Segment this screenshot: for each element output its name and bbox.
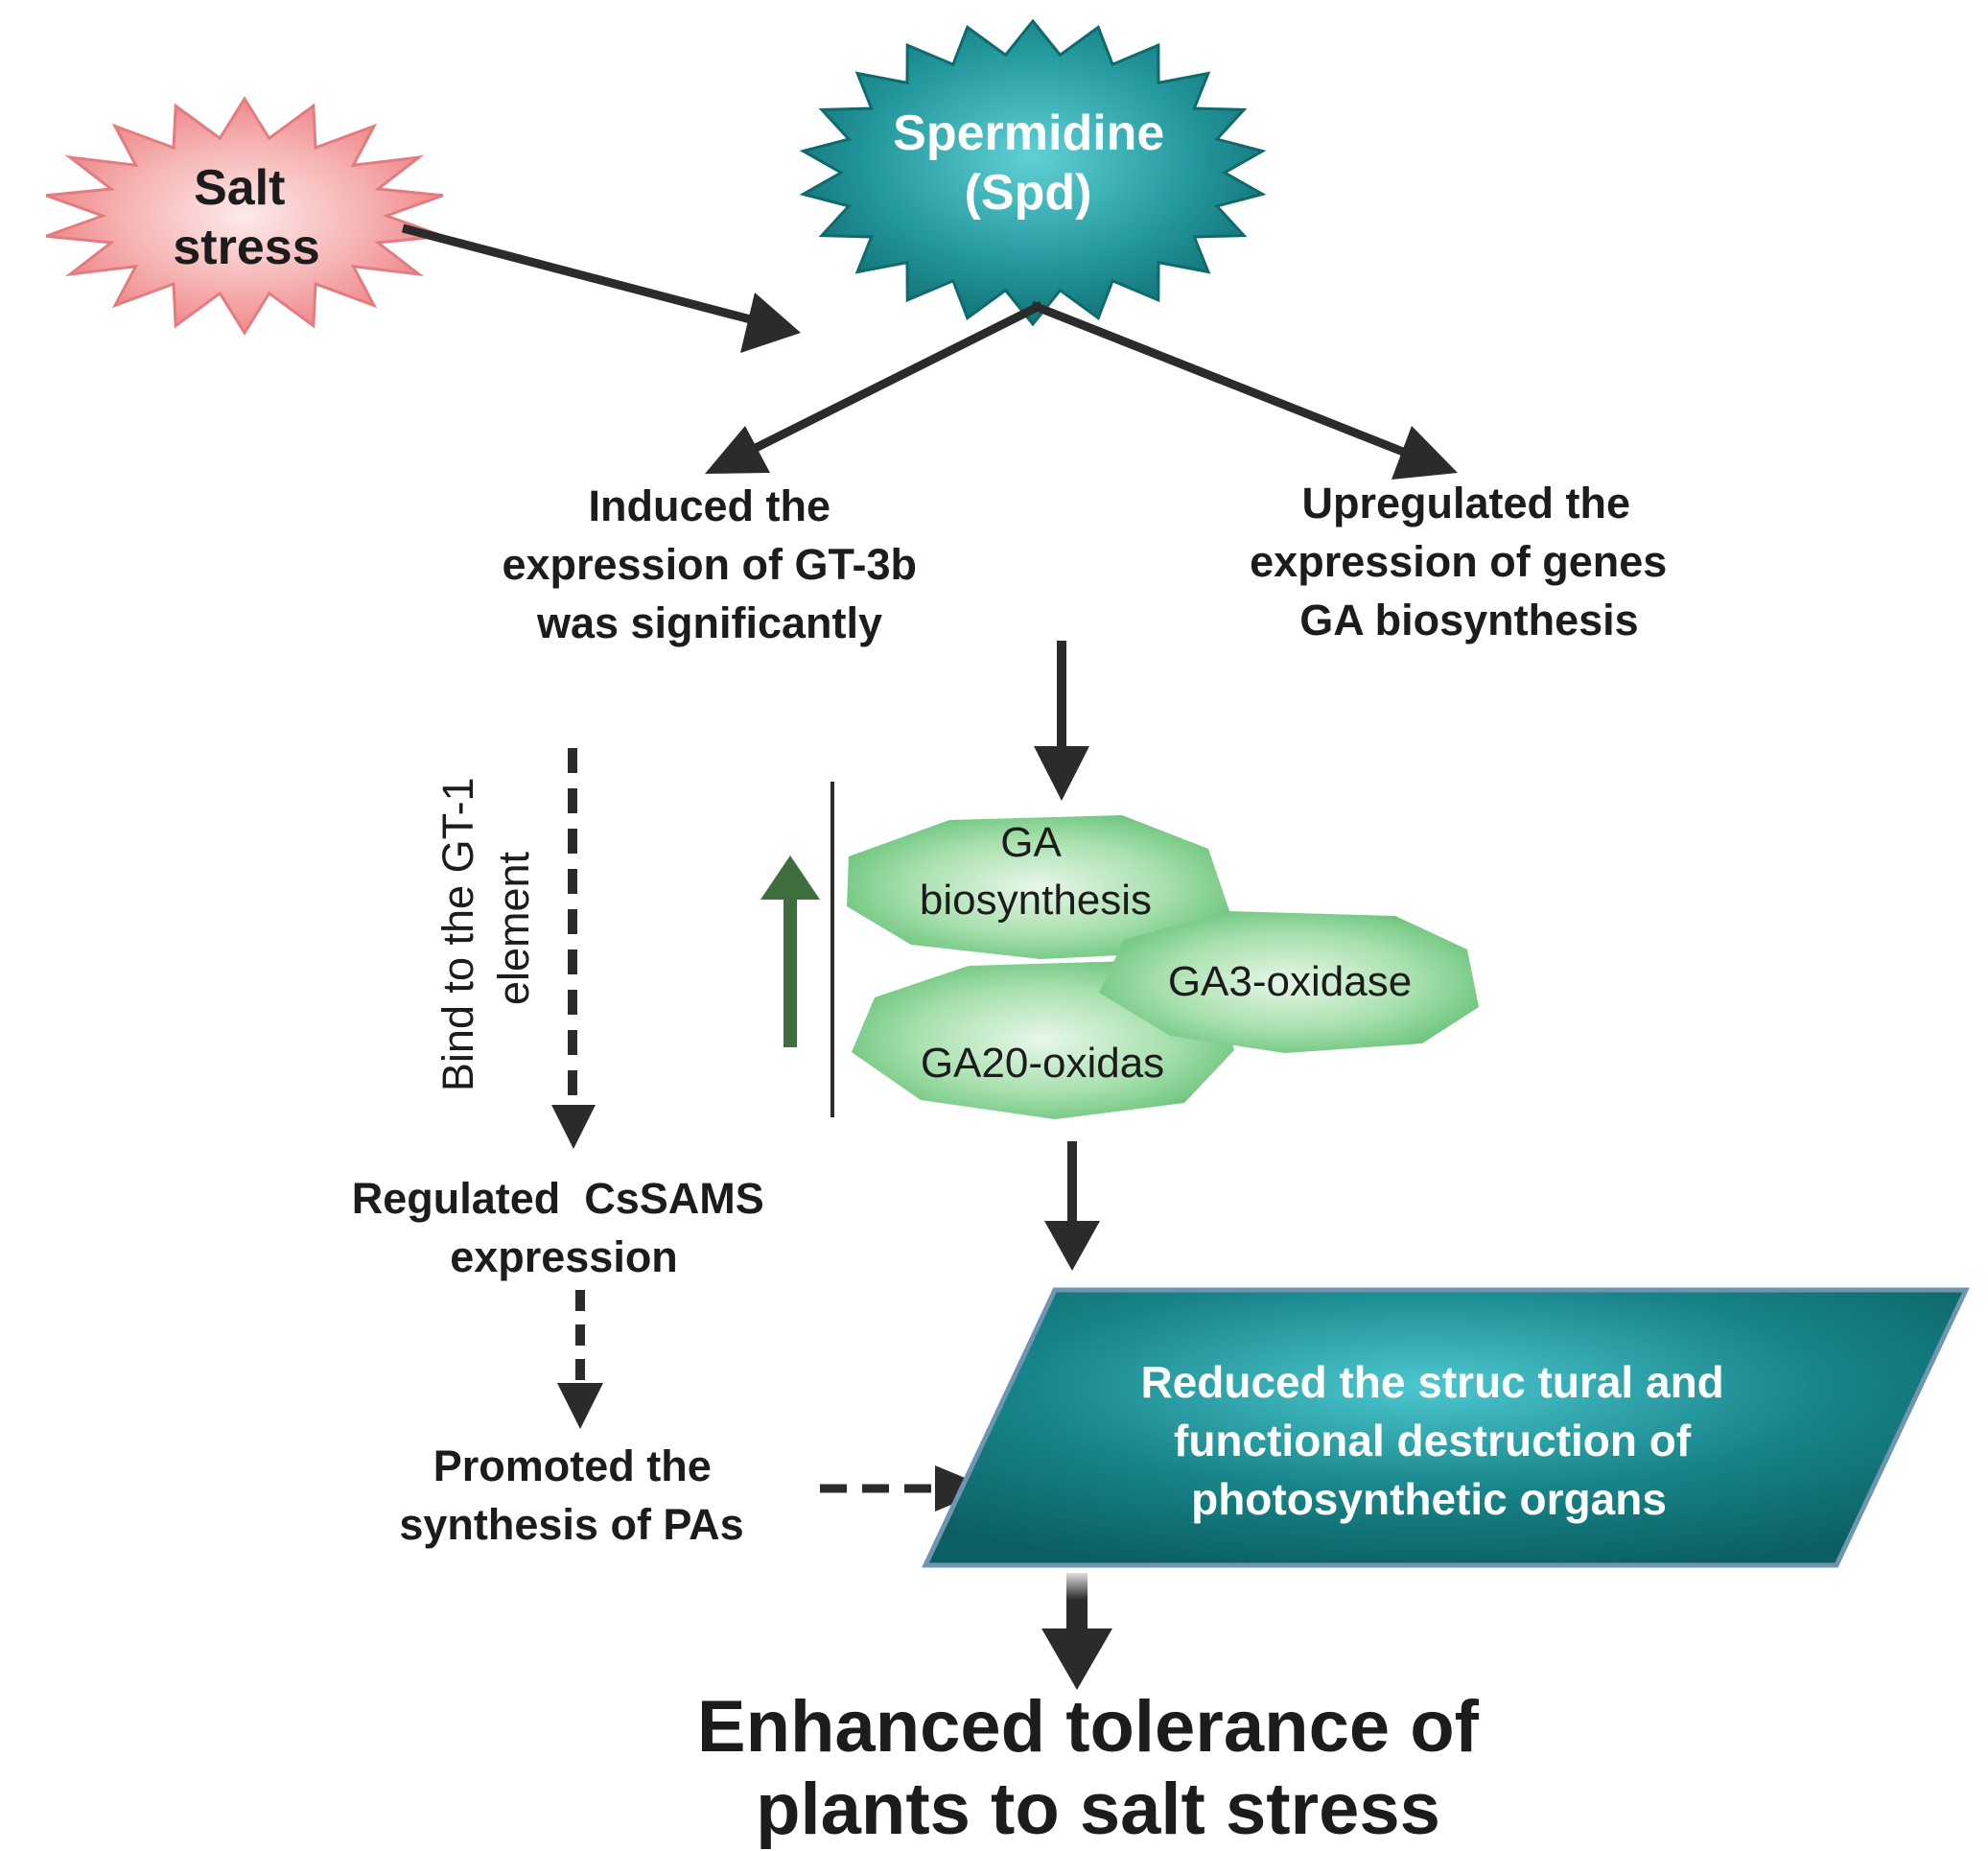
bind-gt1-label: Bind to the GT-1 element [433, 765, 538, 1091]
upregulated-line-2: expression of genes [1250, 537, 1667, 586]
reduced-line-3: photosynthetic organs [1191, 1474, 1667, 1524]
ga-biosynthesis-node: GA biosynthesis [847, 815, 1229, 959]
arrow-upregulated-to-ga-biosynthesis [1034, 641, 1089, 801]
reduced-parallelogram-shape [922, 1287, 1970, 1568]
induced-line-2: expression of GT-3b [502, 540, 917, 589]
arrow-salt-to-spermidine [401, 223, 801, 353]
arrow-ga-to-reduced [1044, 1141, 1100, 1271]
promoted-pas-text: Promoted the synthesis of PAs [399, 1441, 743, 1549]
reduced-line-2: functional destruction of [1174, 1416, 1692, 1465]
ga3-oxidase-shape [1099, 911, 1479, 1053]
ga-biosynthesis-shape [847, 815, 1229, 959]
promoted-line-1: Promoted the [433, 1441, 712, 1490]
ga3-oxidase-label: GA3-oxidase [1168, 958, 1412, 1005]
ga20-oxidas-label: GA20-oxidas [921, 1040, 1164, 1087]
dashed-arrow-regulated-to-promoted [557, 1290, 603, 1429]
arrow-reduced-to-enhanced [1041, 1573, 1112, 1690]
svg-text:GA biosynthesis: GA biosynthesis [920, 819, 1152, 924]
enhanced-line-2: plants to salt stress [756, 1769, 1440, 1850]
spermidine-label-line-2: (Spd) [965, 165, 1092, 221]
ga-biosynthesis-line-1: GA [1000, 819, 1062, 866]
induced-gt3b-text: Induced the expression of GT-3b was sign… [502, 481, 928, 647]
salt-stress-node: Salt stress [45, 96, 444, 336]
salt-stress-label-line-1: Salt [194, 160, 285, 216]
dashed-arrow-bind-gt1 [551, 748, 596, 1149]
reduced-line-1: Reduced the struc tural and [1140, 1357, 1723, 1407]
salt-stress-label-line-2: stress [173, 220, 319, 275]
spermidine-node: Spermidine (Spd) [799, 18, 1267, 327]
salt-stress-burst-shape [45, 96, 444, 336]
spermidine-label-line-1: Spermidine [893, 105, 1164, 161]
regulated-line-2: expression [450, 1232, 678, 1281]
enhanced-line-1: Enhanced tolerance of [697, 1686, 1480, 1768]
ga3-oxidase-node: GA3-oxidase [1099, 911, 1479, 1053]
bind-gt1-line-2: element [489, 851, 538, 1005]
svg-text:Reduced the struc tural and: Reduced the struc tural and functional d… [1140, 1357, 1736, 1524]
upregulated-ga-text: Upregulated the expression of genes GA b… [1250, 479, 1679, 644]
bind-gt1-line-1: Bind to the GT-1 [433, 777, 482, 1091]
regulated-line-1: Regulated CsSAMS [352, 1174, 764, 1223]
promoted-line-2: synthesis of PAs [399, 1500, 743, 1549]
induced-line-3: was significantly [536, 598, 882, 647]
upregulated-line-1: Upregulated the [1301, 479, 1630, 527]
ga-biosynthesis-line-2: biosynthesis [920, 877, 1152, 924]
upregulated-line-3: GA biosynthesis [1299, 596, 1638, 644]
svg-text:Salt stress: Salt stress [173, 160, 319, 275]
arrow-spermidine-to-induced [705, 300, 1044, 474]
upregulation-green-arrow [760, 855, 820, 1047]
arrow-spermidine-to-upregulated [1030, 300, 1458, 480]
svg-text:Spermidine (Spd): Spermidine (Spd) [893, 105, 1179, 221]
enhanced-tolerance-title: Enhanced tolerance of plants to salt str… [697, 1686, 1499, 1850]
induced-line-1: Induced the [588, 481, 830, 530]
regulated-cssams-text: Regulated CsSAMS expression [352, 1174, 777, 1281]
spermidine-burst-shape [799, 18, 1267, 327]
reduced-destruction-node: Reduced the struc tural and functional d… [922, 1287, 1970, 1568]
